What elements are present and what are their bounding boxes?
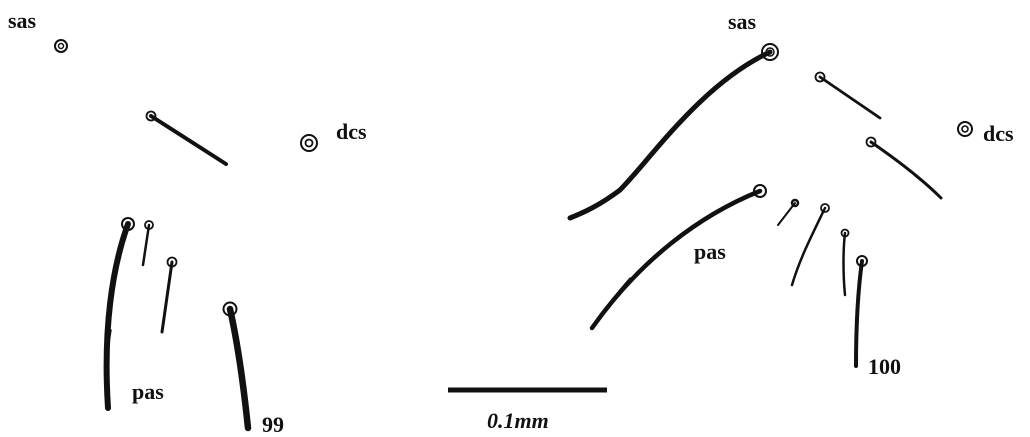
left-small-seta-a	[141, 220, 154, 267]
right-sas-label: sas	[728, 9, 757, 34]
right-seta-upper-b	[865, 136, 943, 200]
right-small-seta-b	[790, 203, 830, 287]
right-dcs-label: dcs	[983, 121, 1014, 146]
right-small-seta-c	[840, 228, 850, 297]
left-figure-number: 99	[262, 412, 284, 437]
left-pas-seta	[103, 217, 135, 411]
left-dcs-label: dcs	[336, 119, 367, 144]
right-seta-100	[854, 255, 868, 368]
right-seta-upper-a	[814, 71, 882, 120]
right-figure-number: 100	[868, 354, 901, 379]
right-pas-label: pas	[694, 239, 726, 264]
left-sas-socket	[54, 39, 68, 53]
left-seta-99	[222, 301, 252, 432]
right-small-seta-a	[777, 198, 800, 226]
right-pas-seta	[589, 184, 767, 331]
left-small-seta-b	[160, 256, 178, 334]
left-sas-label: sas	[8, 8, 37, 33]
left-pas-label: pas	[132, 379, 164, 404]
right-sas-seta	[567, 43, 779, 221]
right-dcs-socket	[957, 121, 973, 137]
left-seta-upper	[145, 110, 228, 166]
scale-bar-label: 0.1mm	[487, 408, 549, 433]
left-dcs-socket	[300, 134, 318, 152]
